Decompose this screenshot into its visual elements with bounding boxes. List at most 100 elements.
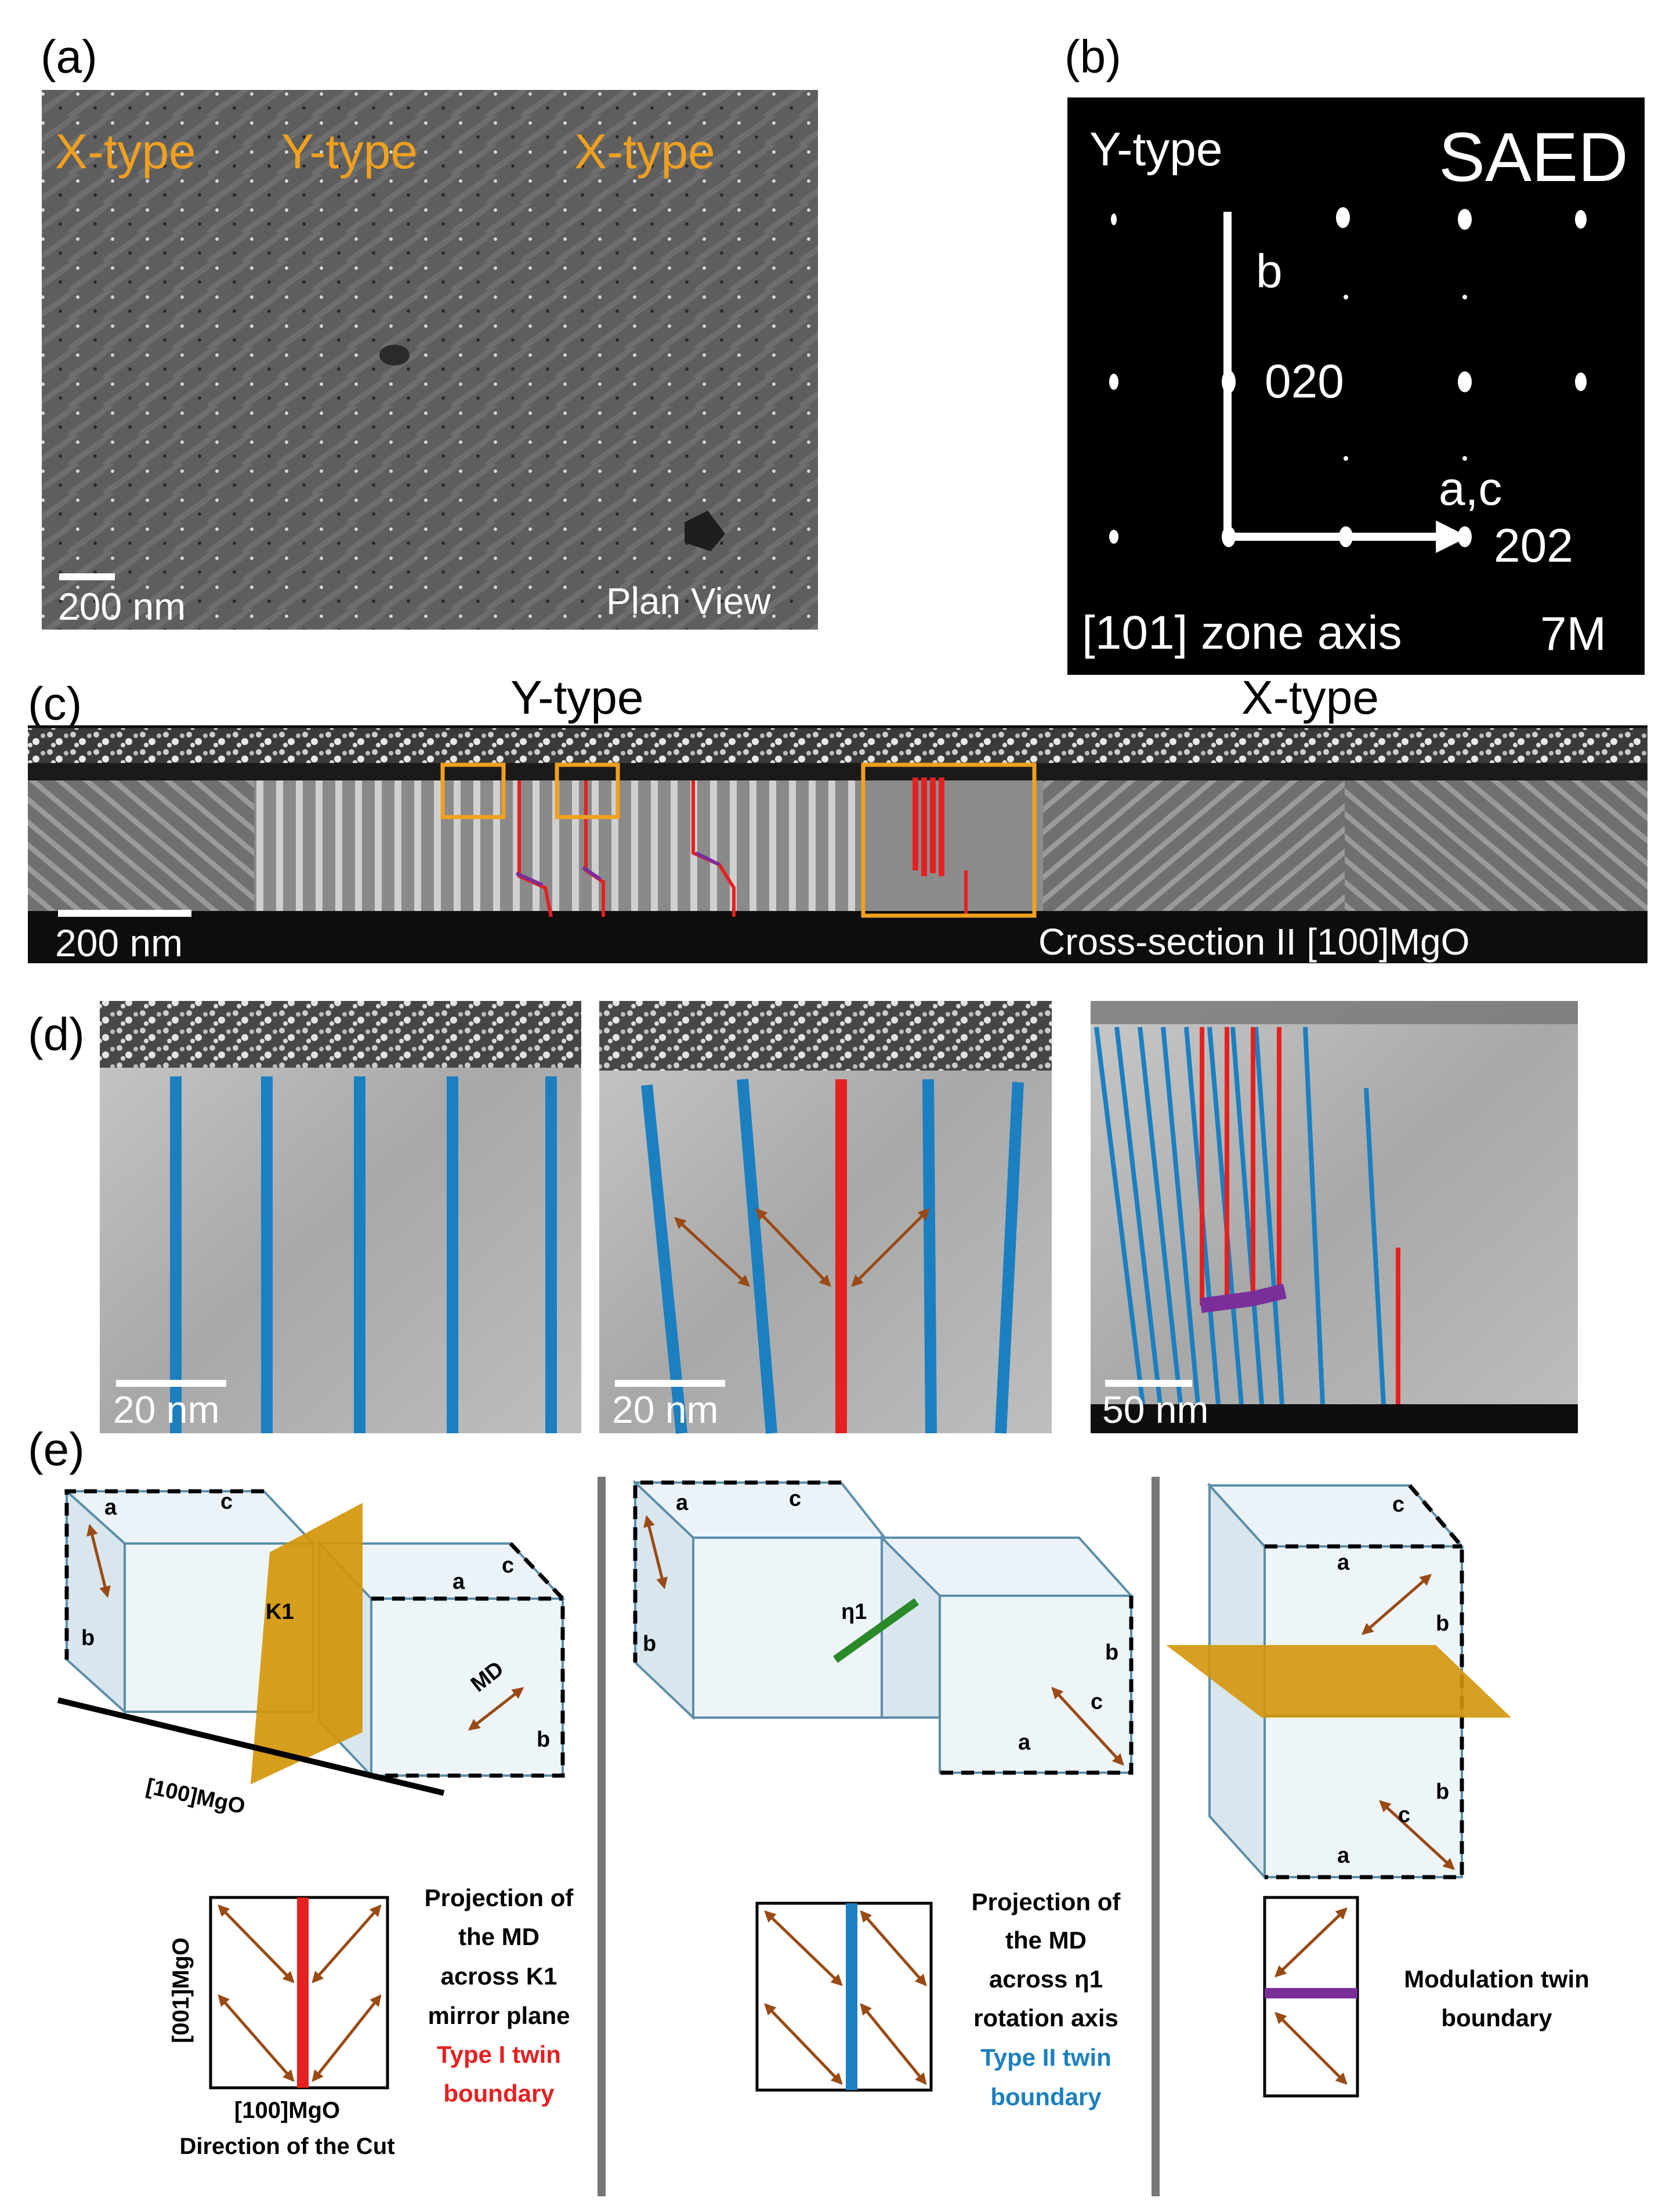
scalebar-label: 200 nm	[55, 921, 183, 964]
panel-d-image-1: 20 nm	[100, 1001, 581, 1433]
caption-line: across K1	[441, 1962, 557, 1990]
modulation-boundaries	[515, 851, 720, 887]
panel-c-image: 200 nm Cross-section II [100]MgO	[28, 725, 1648, 964]
panel-a-image: X-type Y-type X-type 200 nm Plan View	[42, 90, 818, 630]
type-i-boundaries	[1200, 1027, 1400, 1404]
cut-direction-label: Direction of the Cut	[179, 2134, 394, 2159]
md-arrows	[674, 1208, 930, 1287]
scalebar-label: 20 nm	[113, 1388, 219, 1431]
type-label: Y-type	[1089, 123, 1222, 176]
axis-label: c	[502, 1553, 514, 1578]
scalebar	[615, 1380, 725, 1387]
panel-b-label: (b)	[1065, 31, 1121, 82]
diffraction-spots	[1109, 207, 1587, 547]
panel-c-label: (c)	[28, 678, 82, 729]
scalebar	[58, 910, 191, 917]
scalebar-label: 200 nm	[58, 585, 186, 628]
axis-label: a	[1018, 1730, 1031, 1755]
ac-axis-label: a,c	[1439, 462, 1502, 515]
projection-type-i: [001]MgO [100]MgO Direction of the Cut P…	[168, 1884, 574, 2159]
eta1-label: η1	[841, 1600, 867, 1624]
caption-line: mirror plane	[428, 2002, 570, 2029]
divider	[1152, 1477, 1160, 2196]
twin-schematic-type-ii: a c b η1 b c a	[632, 1480, 1134, 1775]
modulation-label: 7M	[1540, 608, 1606, 660]
axis-label: c	[789, 1487, 801, 1511]
axis-label: a	[1337, 1843, 1350, 1868]
proj-x-label: [100]MgO	[234, 2098, 340, 2123]
film-region	[1043, 780, 1345, 911]
film-region	[28, 780, 254, 911]
mgo-label: [100]MgO	[144, 1774, 247, 1819]
film-region	[863, 780, 1043, 911]
caption-line: the MD	[1005, 1926, 1087, 1954]
type-ii-boundaries	[170, 1076, 557, 1433]
twin-schematic-type-i: a c b a c b K1 MD [100]MgO	[57, 1488, 566, 1819]
section-label: Cross-section II [100]MgO	[1038, 921, 1469, 963]
x-type-heading: X-type	[1241, 671, 1379, 724]
axis-label: b	[1105, 1640, 1118, 1665]
type-label: X-type	[55, 124, 196, 179]
scalebar	[116, 1380, 226, 1387]
axis-label: a	[1337, 1550, 1350, 1575]
panel-e-label: (e)	[28, 1423, 85, 1475]
scalebar	[59, 573, 115, 580]
caption-line: rotation axis	[973, 2004, 1118, 2032]
divider	[598, 1477, 606, 2196]
cap-layer	[28, 728, 1648, 763]
caption-line: Projection of	[425, 1884, 574, 1911]
axis-label: b	[1436, 1611, 1449, 1636]
defect-mark	[685, 511, 725, 551]
scalebar-label: 20 nm	[612, 1388, 718, 1431]
k1-label: K1	[266, 1600, 294, 1624]
k1-mirror-plane	[251, 1503, 363, 1784]
type-i-caption: Type I twin	[437, 2041, 561, 2068]
panel-b-image: Y-type SAED b 020 a,c 202 [101] zone axi…	[1067, 97, 1645, 675]
axis-label: c	[220, 1490, 233, 1514]
caption-line: the MD	[458, 1923, 540, 1950]
method-label: SAED	[1439, 118, 1628, 196]
caption-line: Projection of	[972, 1888, 1121, 1915]
mgo-direction-line	[57, 1697, 445, 1796]
defect-mark	[379, 345, 410, 366]
scalebar-label: 50 nm	[1102, 1388, 1208, 1431]
axis-label: a	[452, 1570, 465, 1594]
zone-axis-label: [101] zone axis	[1082, 606, 1402, 659]
type-ii-caption: boundary	[990, 2083, 1102, 2110]
y-type-heading: Y-type	[510, 671, 643, 724]
axis-label: b	[1436, 1780, 1449, 1804]
eta1-rotation-axis	[832, 1598, 919, 1663]
axis-label: b	[81, 1626, 95, 1650]
b-axis-label: b	[1256, 245, 1283, 298]
axis-label: c	[1398, 1803, 1410, 1827]
panel-d-image-2: 20 nm	[599, 1001, 1052, 1434]
proj-y-label: [001]MgO	[168, 1937, 194, 2043]
view-label: Plan View	[606, 580, 771, 622]
scalebar	[1105, 1380, 1192, 1387]
spot-202-label: 202	[1494, 519, 1573, 572]
projection-type-ii: Projection of the MD across η1 rotation …	[755, 1888, 1121, 2110]
axis-label: c	[1392, 1492, 1404, 1517]
projection-modulation: Modulation twin boundary	[1263, 1896, 1590, 2098]
caption-line: across η1	[989, 1965, 1103, 1993]
caption-line: boundary	[1441, 2004, 1552, 2032]
type-label: X-type	[574, 124, 715, 179]
type-label: Y-type	[281, 124, 418, 179]
axis-label: a	[104, 1495, 117, 1520]
substrate	[28, 911, 1648, 963]
axis-label: b	[537, 1727, 550, 1752]
panel-d-image-3: 50 nm	[1091, 1001, 1578, 1433]
axis-label: b	[643, 1632, 656, 1656]
axis-label: a	[676, 1491, 689, 1515]
film-region	[1345, 780, 1648, 911]
modulation-twin-plane	[1166, 1645, 1511, 1718]
panel-d-label: (d)	[28, 1008, 85, 1060]
modulation-boundary	[1200, 1284, 1287, 1313]
caption-line: Modulation twin	[1404, 1965, 1590, 1993]
twin-schematic-modulation: c a b b c a	[1166, 1482, 1511, 1881]
spot-020-label: 020	[1265, 355, 1344, 408]
panel-a-label: (a)	[41, 31, 97, 82]
type-ii-caption: Type II twin	[980, 2044, 1111, 2071]
type-i-caption: boundary	[443, 2080, 555, 2107]
